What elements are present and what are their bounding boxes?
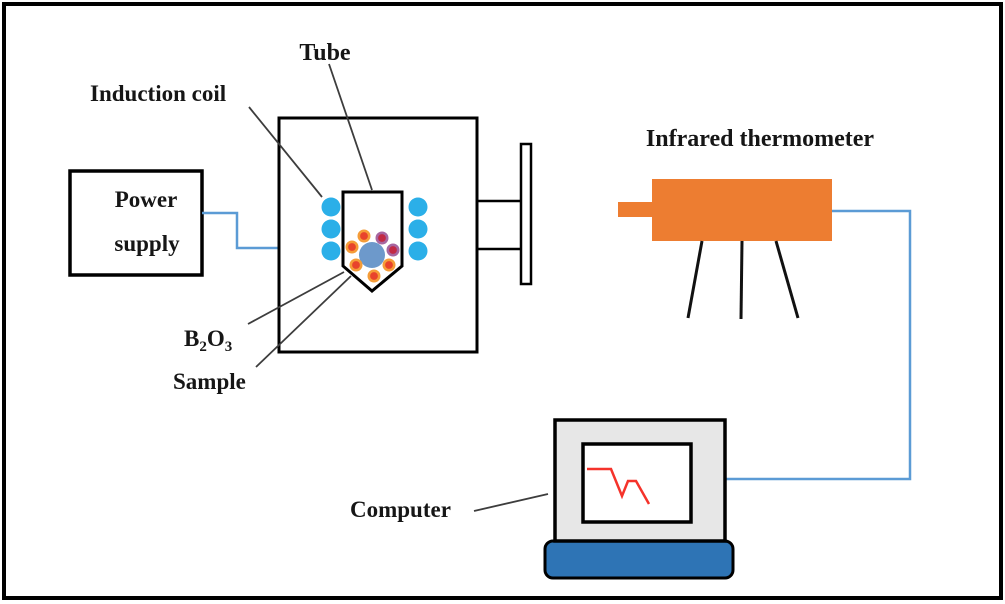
b2o3-pellet-icon (349, 258, 363, 272)
sample-label: Sample (173, 369, 246, 394)
b2o3-label-sub1: 2 (199, 339, 207, 355)
coil-turn-icon (321, 219, 341, 239)
power-wire (202, 211, 279, 250)
induction-coil (321, 197, 428, 261)
b2o3-pellet-icon (367, 269, 381, 283)
b2o3-pellets-dark (375, 231, 400, 257)
induction-coil-label: Induction coil (90, 81, 226, 106)
b2o3-label-sub2: 3 (225, 339, 233, 355)
coil-turn-icon (321, 241, 341, 261)
sample-leader-line (255, 275, 352, 368)
flange-plate (519, 142, 533, 286)
sample-circle (359, 242, 385, 268)
power-supply-box (68, 169, 204, 277)
thermometer-computer-wire (725, 209, 912, 481)
computer-label: Computer (350, 497, 451, 522)
leader-lines (247, 63, 549, 512)
tripod-leg-right (774, 240, 800, 319)
b2o3-label: B2O3 (184, 326, 232, 355)
infrared-thermometer (618, 179, 832, 320)
computer (543, 418, 735, 580)
b2o3-leader-line (247, 271, 345, 325)
infrared-thermometer-label: Infrared thermometer (646, 126, 874, 152)
coil-turn-icon (408, 197, 428, 217)
computer-leader-line (473, 493, 549, 512)
b2o3-pellets (345, 229, 396, 283)
b2o3-label-base2: O (207, 326, 225, 351)
temperature-curve-icon (587, 467, 651, 505)
computer-base-icon (543, 539, 735, 580)
b2o3-label-base1: B (184, 326, 199, 351)
tripod-leg-middle (739, 240, 744, 320)
power-supply-label-line1: Power (115, 187, 178, 212)
tripod-legs (686, 240, 800, 320)
coil-turn-icon (321, 197, 341, 217)
power-supply-label-line2: supply (114, 231, 180, 256)
induction-coil-leader-line (248, 106, 323, 198)
b2o3-pellet-icon (357, 229, 371, 243)
b2o3-pellet-dark-icon (386, 243, 400, 257)
tube-label: Tube (299, 40, 351, 66)
coil-turn-icon (408, 241, 428, 261)
b2o3-pellet-icon (382, 258, 396, 272)
b2o3-pellet-dark-icon (375, 231, 389, 245)
chamber-flange (477, 142, 533, 286)
b2o3-pellet-icon (345, 240, 359, 254)
thermometer-body-icon (652, 179, 832, 241)
coil-turn-icon (408, 219, 428, 239)
thermometer-lens-icon (618, 202, 653, 217)
tube-leader-line (328, 63, 373, 191)
tripod-leg-left (686, 240, 704, 319)
